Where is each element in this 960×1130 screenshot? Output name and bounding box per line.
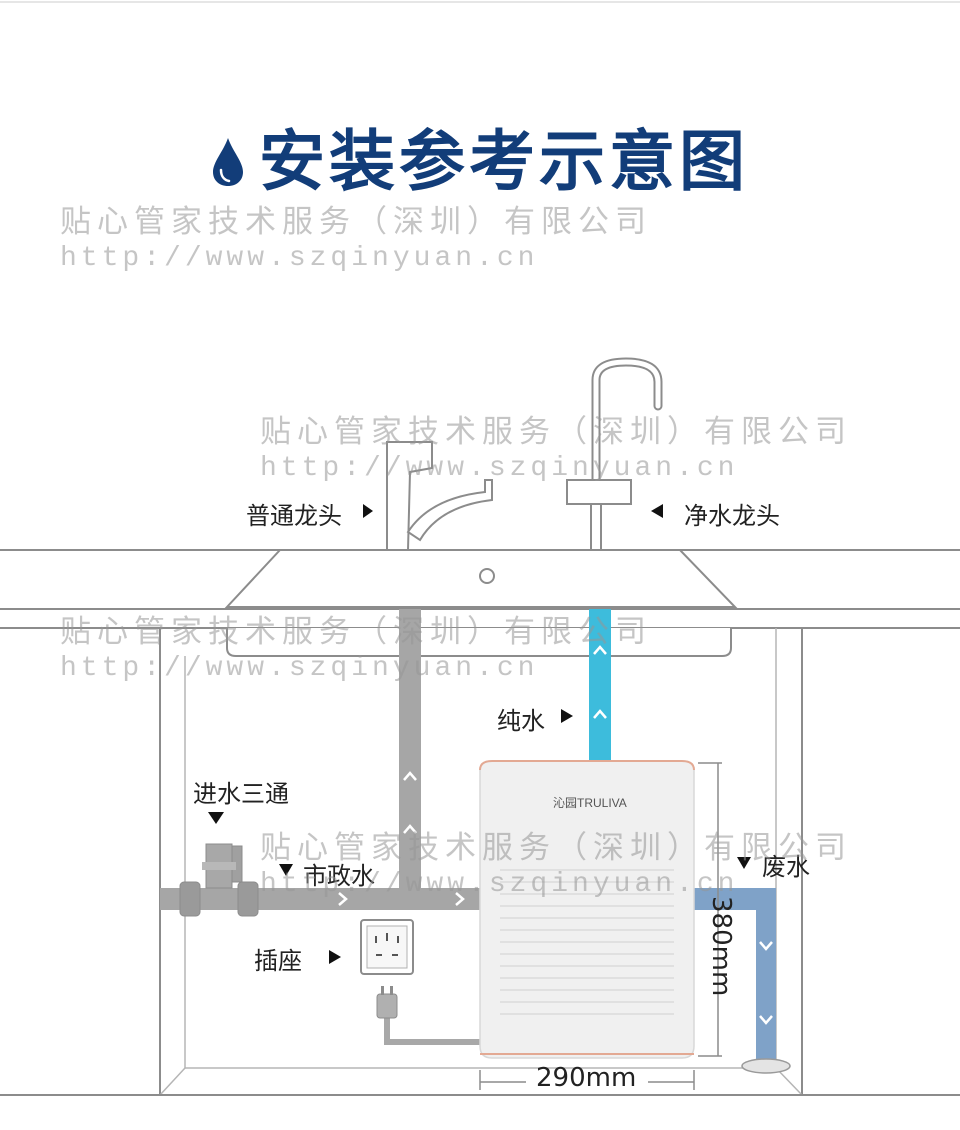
- sink-basin: [226, 628, 732, 657]
- cabinet-floor-left-diag: [159, 1067, 186, 1096]
- waste-water-arrow: [737, 857, 751, 869]
- inlet-flow-arrows: [338, 771, 465, 906]
- inlet-tee-label: 进水三通: [193, 780, 289, 808]
- inlet-tee-icon: [202, 843, 243, 889]
- waste-water-label: 废水: [762, 853, 810, 881]
- label-arrows: [208, 504, 751, 964]
- width-dimension-label: 290mm: [536, 1063, 637, 1093]
- cabinet-floor-right-diag: [775, 1067, 803, 1096]
- pure-faucet-icon: [566, 357, 663, 551]
- normal-faucet-icon: [386, 441, 493, 551]
- waste-water-pipe: [690, 888, 776, 1066]
- power-cable: [384, 1016, 480, 1045]
- normal-faucet-label: 普通龙头: [246, 502, 342, 530]
- width-dimension-line: [479, 1070, 695, 1090]
- pure-water-flow-arrows: [593, 645, 607, 719]
- inlet-tee-arrow: [208, 812, 224, 824]
- water-purifier-unit: [479, 760, 695, 1059]
- page-title: 安装参考示意图: [0, 108, 960, 204]
- height-dimension-label: 380mm: [706, 896, 736, 997]
- socket-arrow: [329, 950, 341, 964]
- pure-water-arrow: [561, 709, 573, 723]
- socket-label: 插座: [254, 947, 302, 975]
- plug-icon: [376, 986, 398, 1019]
- pure-water-pipe: [589, 609, 611, 761]
- inlet-pipe: [160, 609, 480, 917]
- brand-logo: 沁园TRULIVA: [553, 796, 627, 810]
- sink-hole: [479, 568, 495, 584]
- pure-water-label: 纯水: [497, 707, 545, 735]
- waste-water-flow-arrows: [759, 941, 773, 1025]
- socket-icon: [360, 919, 414, 975]
- title-text: 安装参考示意图: [259, 123, 749, 200]
- normal-faucet-arrow: [363, 504, 373, 518]
- height-dimension-line: [698, 762, 722, 1057]
- municipal-water-label: 市政水: [303, 862, 375, 890]
- municipal-water-arrow: [279, 864, 293, 876]
- water-drop-icon: [211, 127, 245, 204]
- pure-faucet-arrow: [651, 504, 663, 518]
- pure-faucet-label: 净水龙头: [684, 502, 780, 530]
- floor-drain-icon: [741, 1058, 791, 1074]
